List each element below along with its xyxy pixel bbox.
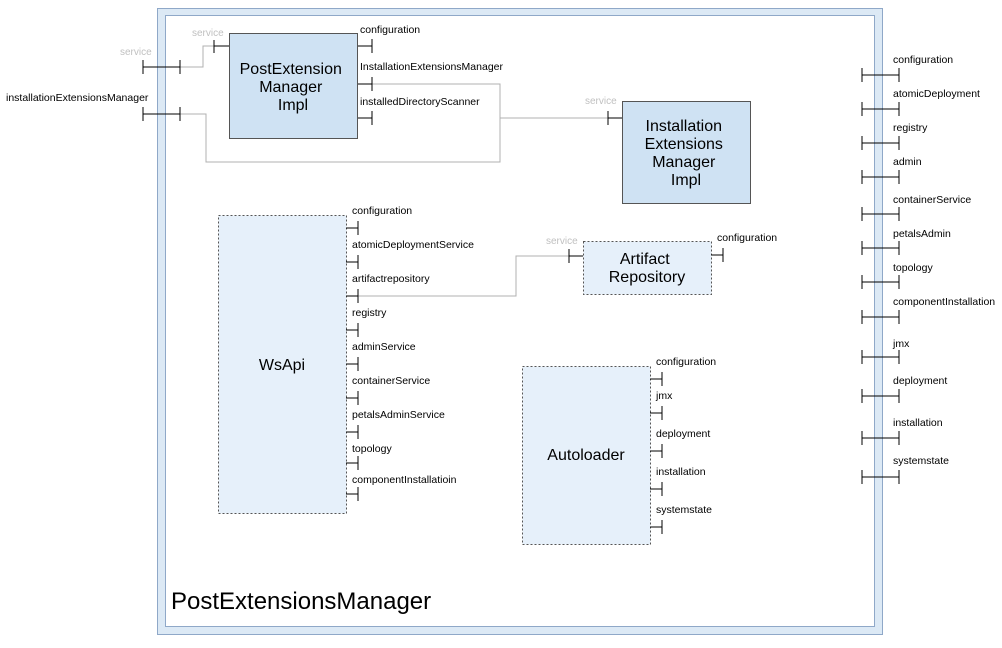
installation-ext-service-label: service xyxy=(585,96,617,107)
post-extension-manager-impl: service PostExtension Manager Impl confi… xyxy=(192,24,504,139)
autoloader-box xyxy=(522,366,651,545)
artifact-repository: service Artifact Repository configuratio… xyxy=(546,232,777,295)
wsapi-ref-configuration-pin xyxy=(346,221,359,235)
composite-title: PostExtensionsManager xyxy=(171,588,431,615)
external-right-admin-label: admin xyxy=(893,156,922,168)
autoloader-ref-installation-pin xyxy=(650,482,663,496)
autoloader-ref-configuration-label: configuration xyxy=(656,356,716,368)
postextension-title: PostExtension Manager Impl xyxy=(240,61,347,114)
wsapi-ref-atomic-deployment-label: atomicDeploymentService xyxy=(352,239,474,251)
wsapi-ref-atomic-deployment-pin xyxy=(346,255,359,269)
wire-artifactrepository-to-artifact xyxy=(358,255,569,297)
artifact-ref-configuration-pin xyxy=(711,248,724,262)
wsapi-ref-container-service-label: containerService xyxy=(352,375,430,387)
external-right-systemstate-pin xyxy=(861,470,900,484)
external-right-component-installation-label: componentInstallation xyxy=(893,296,995,308)
external-right-installation-pin xyxy=(861,431,900,445)
external-right-topology-pin xyxy=(861,275,900,289)
external-service-label: service xyxy=(120,47,152,58)
wsapi-ref-admin-service-label: adminService xyxy=(352,341,416,353)
postextension-ref-installation-ext-manager-label: InstallationExtensionsManager xyxy=(360,61,504,73)
postextension-service-pin xyxy=(213,40,229,53)
postextension-ref-configuration-label: configuration xyxy=(360,24,420,36)
external-right-deployment-pin xyxy=(861,389,900,403)
autoloader-ref-installation-label: installation xyxy=(656,466,706,478)
wsapi-ref-topology-label: topology xyxy=(352,443,392,455)
external-left-pins: service installationExtensionsManager xyxy=(6,47,181,121)
autoloader-references: configuration jmx deployment installatio… xyxy=(650,356,716,534)
postextension-ref-configuration-pin xyxy=(358,39,373,53)
wires xyxy=(180,45,608,297)
installation-ext-title: Installation Extensions Manager Impl xyxy=(645,118,728,189)
external-right-topology-label: topology xyxy=(893,262,933,274)
external-right-jmx-label: jmx xyxy=(892,338,910,350)
external-right-registry-pin xyxy=(861,136,900,150)
wsapi-ref-petals-admin-service-label: petalsAdminService xyxy=(352,409,445,421)
external-right-admin-pin xyxy=(861,170,900,184)
wire-installation-ext-manager-promote xyxy=(180,83,501,163)
artifact-ref-configuration-label: configuration xyxy=(717,232,777,244)
autoloader-ref-systemstate-label: systemstate xyxy=(656,504,712,516)
external-right-installation-label: installation xyxy=(893,417,943,429)
external-right-petals-admin-pin xyxy=(861,241,900,255)
wsapi-ref-artifactrepository-label: artifactrepository xyxy=(352,273,430,285)
autoloader-ref-jmx-pin xyxy=(650,406,663,420)
autoloader-ref-deployment-pin xyxy=(650,444,663,458)
wsapi-ref-artifactrepository-pin xyxy=(346,289,359,303)
wsapi-title: WsApi xyxy=(259,357,305,374)
external-right-systemstate-label: systemstate xyxy=(893,455,949,467)
external-right-deployment-label: deployment xyxy=(893,375,947,387)
autoloader-title: Autoloader xyxy=(547,447,625,464)
external-right-atomic-deployment-label: atomicDeployment xyxy=(893,88,980,100)
external-right-configuration-pin xyxy=(861,68,900,82)
wsapi-ref-registry-label: registry xyxy=(352,307,387,319)
wsapi-ref-petals-admin-service-pin xyxy=(346,425,359,439)
wire-service-to-postextension xyxy=(180,45,214,68)
wsapi-box xyxy=(218,215,347,514)
external-installation-ext-manager-label: installationExtensionsManager xyxy=(6,92,149,104)
autoloader-ref-configuration-pin xyxy=(650,372,663,386)
wsapi-ref-admin-service-pin xyxy=(346,357,359,371)
autoloader-ref-systemstate-pin xyxy=(650,520,663,534)
postextension-ref-installed-scanner-pin xyxy=(358,111,373,125)
ws-api: WsApi configuration atomicDeploymentServ… xyxy=(218,205,474,514)
artifact-box xyxy=(583,241,712,295)
artifact-service-pin xyxy=(568,249,583,263)
external-installation-ext-manager-pin xyxy=(142,107,181,121)
wsapi-ref-container-service-pin xyxy=(346,391,359,405)
postextension-box xyxy=(229,33,358,139)
external-right-registry-label: registry xyxy=(893,122,928,134)
external-right-jmx-pin xyxy=(861,350,900,364)
external-right-container-service-label: containerService xyxy=(893,194,971,206)
external-right-container-service-pin xyxy=(861,207,900,221)
artifact-title: Artifact Repository xyxy=(609,251,685,286)
autoloader: Autoloader configuration jmx deployment … xyxy=(522,356,716,545)
installation-ext-service-pin xyxy=(607,111,622,125)
postextension-ref-installation-ext-manager-pin xyxy=(358,77,373,91)
artifact-service-label: service xyxy=(546,236,578,247)
installation-ext-box xyxy=(622,101,751,204)
external-right-petals-admin-label: petalsAdmin xyxy=(893,228,951,240)
wsapi-ref-topology-pin xyxy=(346,456,359,470)
external-right-pins: configuration atomicDeployment registry … xyxy=(861,54,995,484)
installation-extensions-manager-impl: service Installation Extensions Manager … xyxy=(585,96,751,204)
external-service-pin xyxy=(142,60,181,74)
postextension-service-label: service xyxy=(192,28,224,39)
postextension-ref-installed-scanner-label: installedDirectoryScanner xyxy=(360,96,480,108)
autoloader-ref-deployment-label: deployment xyxy=(656,428,710,440)
external-right-atomic-deployment-pin xyxy=(861,102,900,116)
external-right-component-installation-pin xyxy=(861,310,900,324)
wsapi-ref-component-installation-pin xyxy=(346,487,359,501)
wsapi-references: configuration atomicDeploymentService ar… xyxy=(346,205,474,501)
wsapi-ref-configuration-label: configuration xyxy=(352,205,412,217)
wsapi-ref-registry-pin xyxy=(346,323,359,337)
external-right-configuration-label: configuration xyxy=(893,54,953,66)
autoloader-ref-jmx-label: jmx xyxy=(655,390,673,402)
wsapi-ref-component-installation-label: componentInstallatioin xyxy=(352,474,457,486)
